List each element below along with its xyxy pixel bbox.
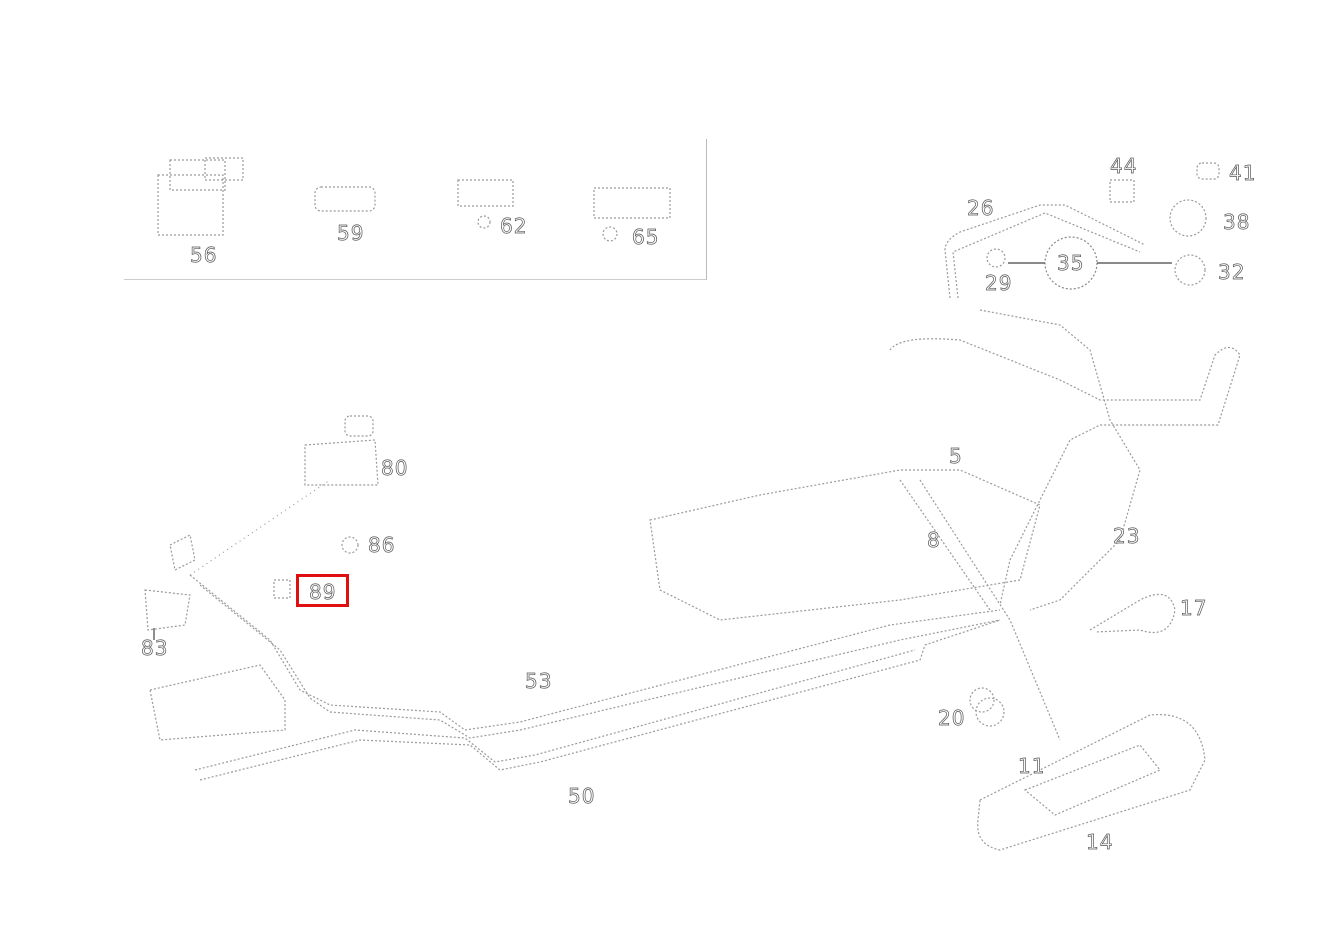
part-label-86[interactable]: 86 [368, 533, 396, 557]
part-label-26[interactable]: 26 [967, 196, 995, 220]
part-label-59[interactable]: 59 [337, 221, 365, 245]
part-label-5[interactable]: 5 [949, 444, 963, 468]
part-label-11[interactable]: 11 [1018, 754, 1046, 778]
part-56-icon [157, 157, 244, 236]
inset-variants-panel [124, 139, 707, 280]
part-label-8[interactable]: 8 [927, 528, 941, 552]
part-label-38[interactable]: 38 [1223, 210, 1251, 234]
part-59-icon [314, 186, 376, 212]
part-label-53[interactable]: 53 [525, 669, 553, 693]
part-label-50[interactable]: 50 [568, 784, 596, 808]
part-label-35[interactable]: 35 [1057, 251, 1085, 275]
part-label-89[interactable]: 89 [309, 580, 337, 604]
part-label-32[interactable]: 32 [1218, 260, 1246, 284]
part-label-83[interactable]: 83 [141, 636, 169, 660]
part-label-62[interactable]: 62 [500, 214, 528, 238]
part-62-icon [457, 179, 514, 229]
part-label-29[interactable]: 29 [985, 271, 1013, 295]
part-label-17[interactable]: 17 [1180, 596, 1208, 620]
part-label-65[interactable]: 65 [632, 225, 660, 249]
highlight-box-part-89 [296, 574, 349, 607]
part-label-23[interactable]: 23 [1113, 524, 1141, 548]
part-label-41[interactable]: 41 [1229, 161, 1257, 185]
part-65-icon [593, 187, 671, 242]
part-label-56[interactable]: 56 [190, 243, 218, 267]
part-label-80[interactable]: 80 [381, 456, 409, 480]
part-label-44[interactable]: 44 [1110, 154, 1138, 178]
part-label-14[interactable]: 14 [1086, 830, 1114, 854]
part-label-20[interactable]: 20 [938, 706, 966, 730]
